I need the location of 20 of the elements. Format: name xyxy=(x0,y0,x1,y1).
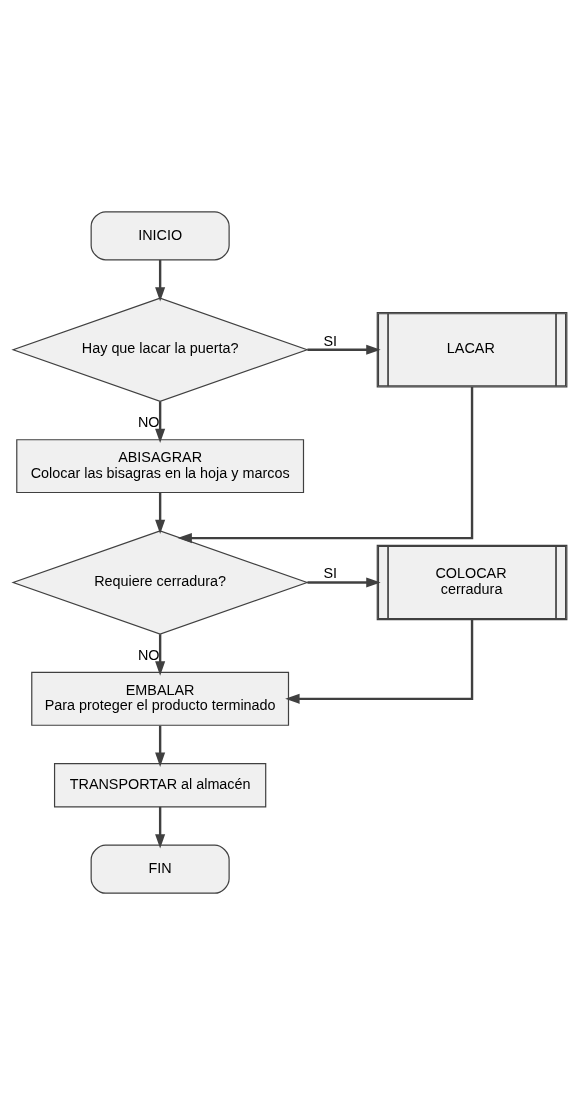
arrow xyxy=(307,344,381,355)
arrow xyxy=(155,633,166,676)
arrow xyxy=(155,401,166,443)
arrow xyxy=(155,259,166,302)
arrow xyxy=(155,492,166,534)
node-diamond: Hay que lacar la puerta? xyxy=(11,297,309,402)
edge-label: NO xyxy=(137,413,160,430)
node-box: EMBALAR Para proteger el producto terminado xyxy=(31,671,290,726)
arrow xyxy=(155,806,166,849)
arrow xyxy=(307,576,381,588)
node-box: INICIO xyxy=(90,210,230,260)
arrow xyxy=(155,725,166,767)
edge-label: NO xyxy=(137,646,160,663)
edge-label: SI xyxy=(323,332,338,349)
node-box: TRANSPORTAR al almacén xyxy=(53,762,267,807)
arrow xyxy=(285,619,474,704)
arrow xyxy=(177,386,474,543)
node-box: FIN xyxy=(90,844,230,894)
node-box: ABISAGRAR Colocar las bisagras en la hoja y marcos xyxy=(16,438,305,493)
edge-label: SI xyxy=(323,564,338,581)
